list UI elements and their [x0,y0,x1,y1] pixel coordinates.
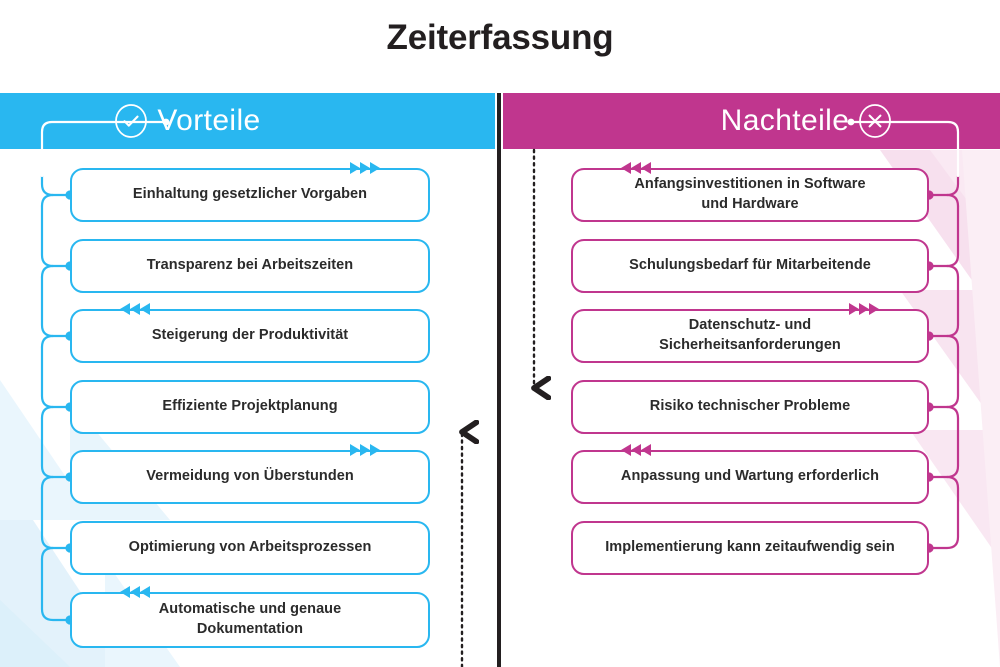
spine-elbow [945,264,960,279]
cons-connector [927,275,960,338]
spine-elbow [945,193,960,208]
cons-connector [927,486,960,550]
spine-elbow [40,475,55,490]
center-divider [497,93,501,667]
pros-item-label: Einhaltung gesetzlicher Vorgaben [132,186,368,203]
pros-connector [40,416,72,479]
pros-connector [40,486,72,550]
cons-connector [927,174,960,197]
column-header-cons-label: Nachteile [720,104,850,137]
pros-item-label: Effiziente Projektplanung [162,398,338,415]
cons-item[interactable]: Implementierung kann zeitaufwendig sein [571,521,929,575]
cons-connector [927,204,960,268]
pros-connector [40,557,72,622]
pros-connector [40,345,72,409]
pros-connector [40,204,72,268]
column-header-pros: Vorteile [0,93,495,149]
cons-item-label: Risiko technischer Probleme [649,398,851,415]
pros-connector [40,275,72,338]
spine-elbow [40,264,55,279]
pros-item[interactable]: Steigerung der Produktivität [70,309,430,363]
cons-item[interactable]: Schulungsbedarf für Mitarbeitende [571,239,929,293]
cons-connector [927,416,960,479]
pros-item[interactable]: Transparenz bei Arbeitszeiten [70,239,430,293]
column-header-pros-label: Vorteile [157,104,261,137]
spine-elbow [945,405,960,420]
spine-elbow [40,193,55,208]
x-circle-icon [859,104,892,138]
pros-item-label: Vermeidung von Überstunden [146,468,354,485]
pros-connector [40,174,72,197]
spine-elbow [40,405,55,420]
pros-item[interactable]: Einhaltung gesetzlicher Vorgaben [70,168,430,222]
cons-connector [927,345,960,409]
pros-item[interactable]: Effiziente Projektplanung [70,380,430,434]
spine-elbow [945,475,960,490]
pros-item-label: Steigerung der Produktivität [151,327,349,344]
cons-item[interactable]: Risiko technischer Probleme [571,380,929,434]
pros-item-label: Transparenz bei Arbeitszeiten [146,257,354,274]
cons-item-label: Anpassung und Wartung erforderlich [620,468,880,485]
check-circle-icon [115,104,148,138]
cons-item-label: Implementierung kann zeitaufwendig sein [605,539,895,556]
spine-elbow [40,334,55,349]
pros-item[interactable]: Vermeidung von Überstunden [70,450,430,504]
cons-item-label: Schulungsbedarf für Mitarbeitende [629,257,871,274]
spine-elbow [40,546,55,561]
page-title: Zeiterfassung [386,18,614,57]
cons-item[interactable]: Anpassung und Wartung erforderlich [571,450,929,504]
pros-item-label: Optimierung von Arbeitsprozessen [128,539,372,556]
pros-item[interactable]: Optimierung von Arbeitsprozessen [70,521,430,575]
spine-elbow [945,334,960,349]
column-header-cons: Nachteile [503,93,1000,149]
